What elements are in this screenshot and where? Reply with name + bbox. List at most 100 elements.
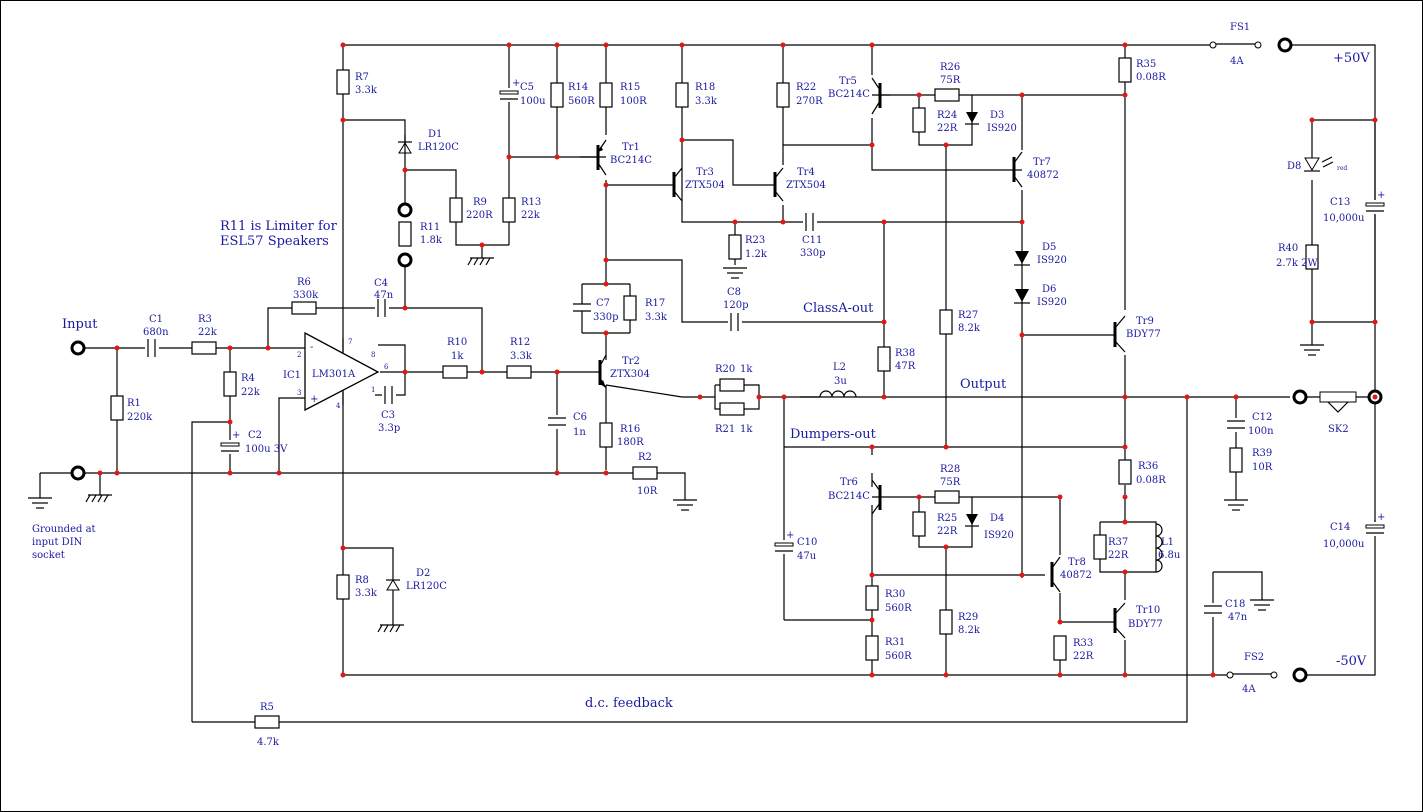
label-r21-ref: R21 [715, 424, 735, 435]
socket-sk2 [1319, 391, 1357, 413]
label-r33-val: 22R [1073, 651, 1094, 662]
components: + + + + + [28, 37, 1385, 729]
resistor-r12 [506, 365, 532, 379]
label-tr5-ref: Tr5 [839, 76, 857, 87]
transistor-tr9 [1113, 315, 1126, 353]
label-r26-ref: R26 [940, 62, 960, 73]
label-r23-val: 1.2k [745, 249, 768, 260]
resistor-r36 [1118, 459, 1132, 485]
r11-note-2: ESL57 Speakers [220, 234, 329, 249]
inductor-l1 [1155, 523, 1163, 573]
pin-7: 7 [348, 338, 352, 346]
annotations: Input Output +50V -50V ClassA-out Dumper… [32, 51, 1370, 711]
label-c2-ref: C2 [248, 430, 262, 441]
label-c2-val: 100u 3V [245, 444, 288, 455]
capacitor-c12 [1227, 418, 1245, 432]
resistor-r35 [1118, 57, 1132, 83]
capacitor-c5: + [499, 78, 520, 102]
label-r21-val: 1k [740, 424, 753, 435]
label-r39-val: 10R [1252, 462, 1273, 473]
label-r3-ref: R3 [198, 314, 212, 325]
label-r10-val: 1k [451, 351, 464, 362]
label-c8-ref: C8 [727, 287, 741, 298]
label-d3-val: IS920 [987, 123, 1017, 134]
capacitor-c6 [548, 415, 566, 429]
resistor-r40 [1305, 244, 1319, 270]
label-d5-val: IS920 [1037, 255, 1067, 266]
label-r28-val: 75R [940, 477, 961, 488]
resistor-r27 [939, 309, 953, 335]
resistor-r20 [719, 378, 745, 392]
capacitor-c18 [1204, 603, 1222, 617]
resistor-r2 [632, 466, 658, 480]
pin-2: 2 [297, 351, 301, 359]
label-d4-val: IS920 [984, 530, 1014, 541]
label-r4-val: 22k [241, 387, 261, 398]
resistor-r18 [675, 82, 689, 108]
label-r22-val: 270R [796, 96, 823, 107]
resistor-r8 [336, 574, 350, 600]
label-r29-val: 8.2k [958, 625, 981, 636]
label-r16-ref: R16 [620, 424, 640, 435]
label-l1-val: 6.8u [1158, 550, 1181, 561]
resistor-r25 [912, 511, 926, 537]
label-r20-val: 1k [740, 364, 753, 375]
svg-text:+: + [310, 394, 318, 405]
label-tr9-ref: Tr9 [1136, 316, 1154, 327]
label-c5-val: 100u [520, 96, 546, 107]
svg-text:+: + [786, 530, 794, 541]
label-r30-ref: R30 [885, 589, 905, 600]
label-c10-val: 47u [797, 551, 817, 562]
pin-6: 6 [384, 363, 389, 371]
inductor-l2 [819, 390, 857, 398]
label-c14-ref: C14 [1330, 522, 1350, 533]
label-r33-ref: R33 [1073, 638, 1093, 649]
resistor-r9 [449, 197, 463, 223]
label-tr5-val: BC214C [828, 89, 870, 100]
label-tr4-ref: Tr4 [797, 167, 815, 178]
label-r27-ref: R27 [958, 310, 978, 321]
label-c6-ref: C6 [573, 412, 587, 423]
ic1-part: LM301A [312, 369, 356, 380]
label-tr3-val: ZTX504 [685, 180, 725, 191]
label-r14-val: 560R [568, 96, 595, 107]
svg-text:+: + [1377, 512, 1385, 523]
label-r22-ref: R22 [796, 82, 816, 93]
led-d8 [1304, 156, 1334, 172]
capacitor-c14: + [1365, 512, 1385, 536]
label-d5-ref: D5 [1042, 242, 1056, 253]
diode-d2 [386, 579, 400, 591]
label-fs1-ref: FS1 [1230, 22, 1250, 33]
resistor-r11 [398, 221, 412, 247]
label-r35-val: 0.08R [1136, 72, 1166, 83]
label-r40-val: 2.7k 2W [1276, 258, 1319, 269]
label-c5-ref: C5 [520, 82, 534, 93]
label-r25-ref: R25 [937, 513, 957, 524]
resistor-r31 [865, 635, 879, 661]
resistor-r14 [550, 82, 564, 108]
diode-d6 [1014, 289, 1030, 304]
opamp-ic1: - + [304, 331, 380, 412]
capacitor-c4 [375, 299, 389, 317]
label-tr1-ref: Tr1 [622, 142, 640, 153]
label-r15-val: 100R [620, 96, 647, 107]
classa-out-label: ClassA-out [803, 301, 874, 316]
label-r8-ref: R8 [355, 575, 369, 586]
label-r17-ref: R17 [645, 298, 665, 309]
transistor-tr6 [871, 479, 882, 515]
resistor-r23 [728, 234, 742, 260]
label-c1-val: 680n [143, 327, 169, 338]
label-r9-ref: R9 [473, 197, 487, 208]
label-tr4-val: ZTX504 [786, 180, 826, 191]
resistor-r5 [254, 715, 280, 729]
pin-8: 8 [371, 351, 375, 359]
label-r2-ref: R2 [638, 452, 652, 463]
label-r7-val: 3.3k [355, 85, 378, 96]
resistor-r30 [865, 585, 879, 611]
label-d2-ref: D2 [416, 568, 430, 579]
label-r40-ref: R40 [1278, 243, 1298, 254]
diode-d3 [965, 112, 979, 125]
resistor-r3 [191, 341, 217, 355]
led-red-label: red [1337, 165, 1347, 172]
